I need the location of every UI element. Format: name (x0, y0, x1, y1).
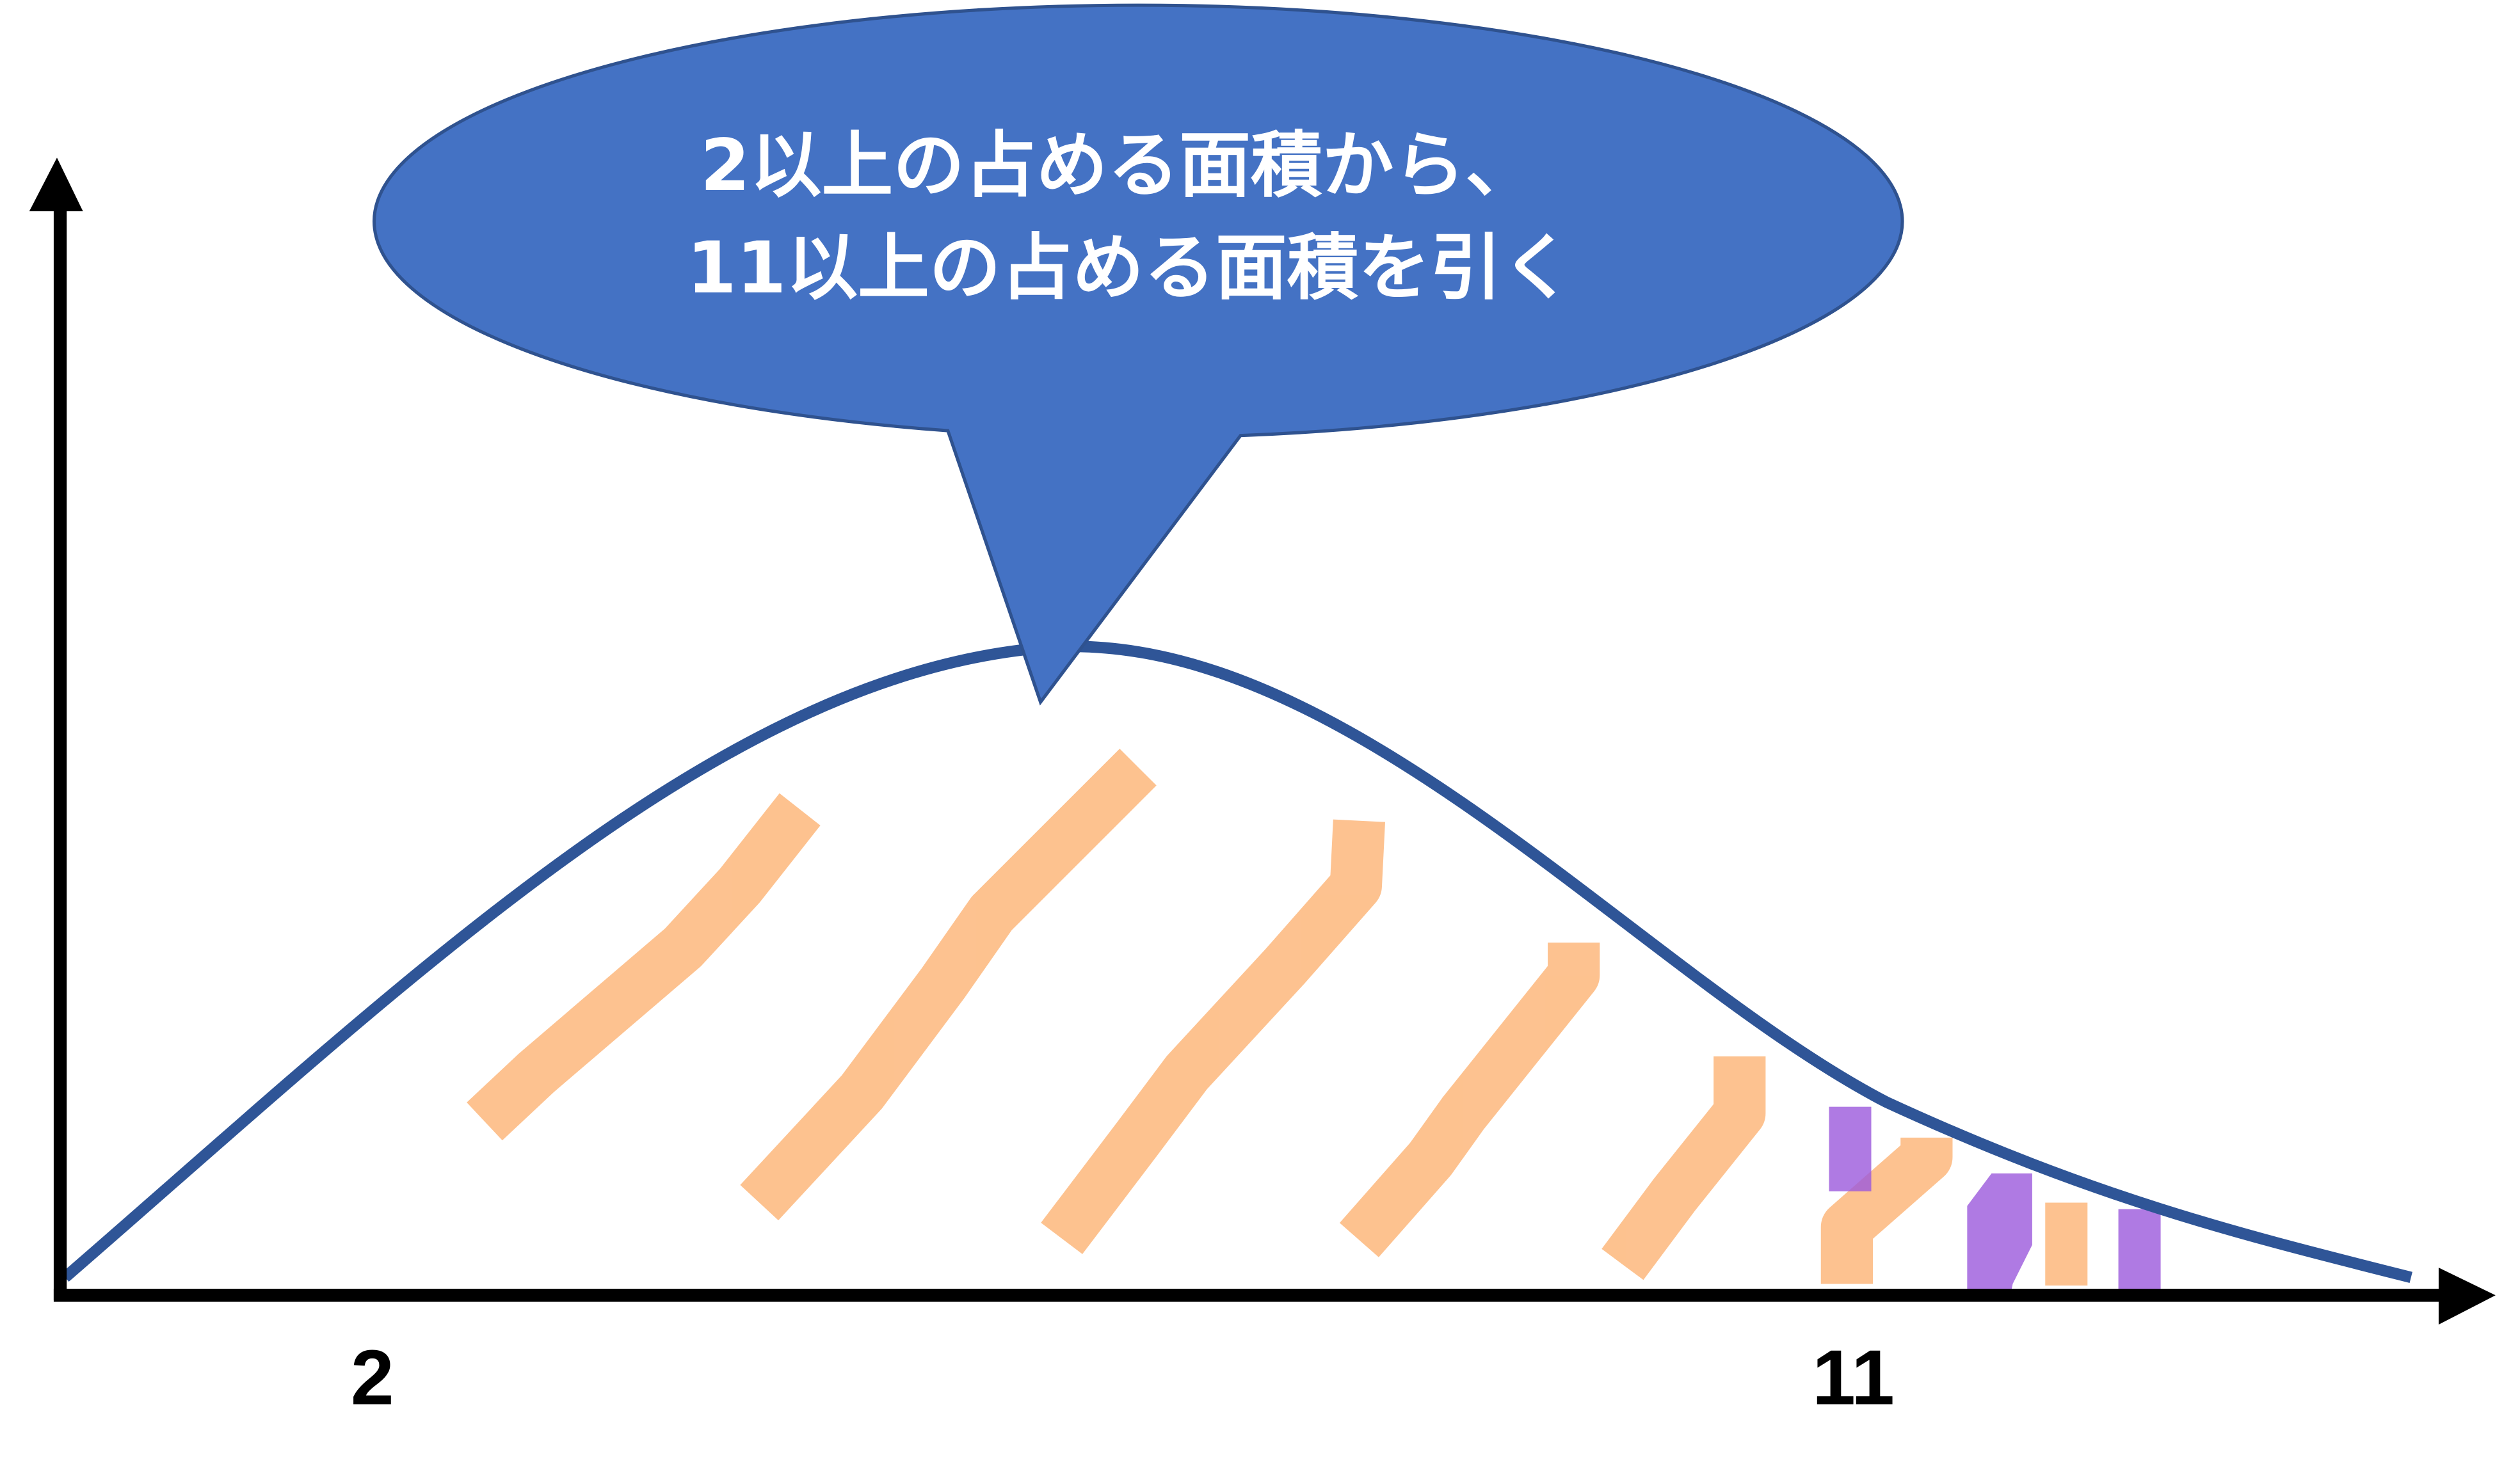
hatch-stroke (1820, 1131, 1953, 1284)
x-axis-label-2: 2 (351, 1334, 394, 1421)
hatch-stroke-purple (1967, 1173, 2032, 1300)
hatch-stroke (467, 793, 821, 1141)
callout-line-2: 11以上の占める面積を引く (687, 227, 1573, 310)
hatch-stroke (1041, 819, 1386, 1254)
area-2-plus-hatching (467, 749, 2088, 1286)
callout-shape (373, 3, 1904, 706)
hatch-stroke (1601, 1056, 1766, 1280)
x-axis-label-11: 11 (1812, 1334, 1895, 1421)
hatch-stroke-purple (2118, 1209, 2161, 1296)
hatch-stroke (740, 749, 1157, 1221)
hatch-stroke (1339, 943, 1600, 1257)
x-axis-arrowhead (2438, 1268, 2496, 1325)
distribution-curve (61, 641, 2412, 1283)
axes (29, 157, 2496, 1325)
hatch-stroke-purple (1829, 1106, 1872, 1191)
y-axis-arrowhead (29, 157, 83, 212)
hatch-stroke (2045, 1202, 2088, 1286)
callout-bubble: 2以上の占める面積から、 11以上の占める面積を引く (373, 3, 1904, 706)
callout-line-1: 2以上の占める面積から、 (700, 124, 1537, 207)
area-11-plus-hatching (1829, 1106, 2161, 1300)
